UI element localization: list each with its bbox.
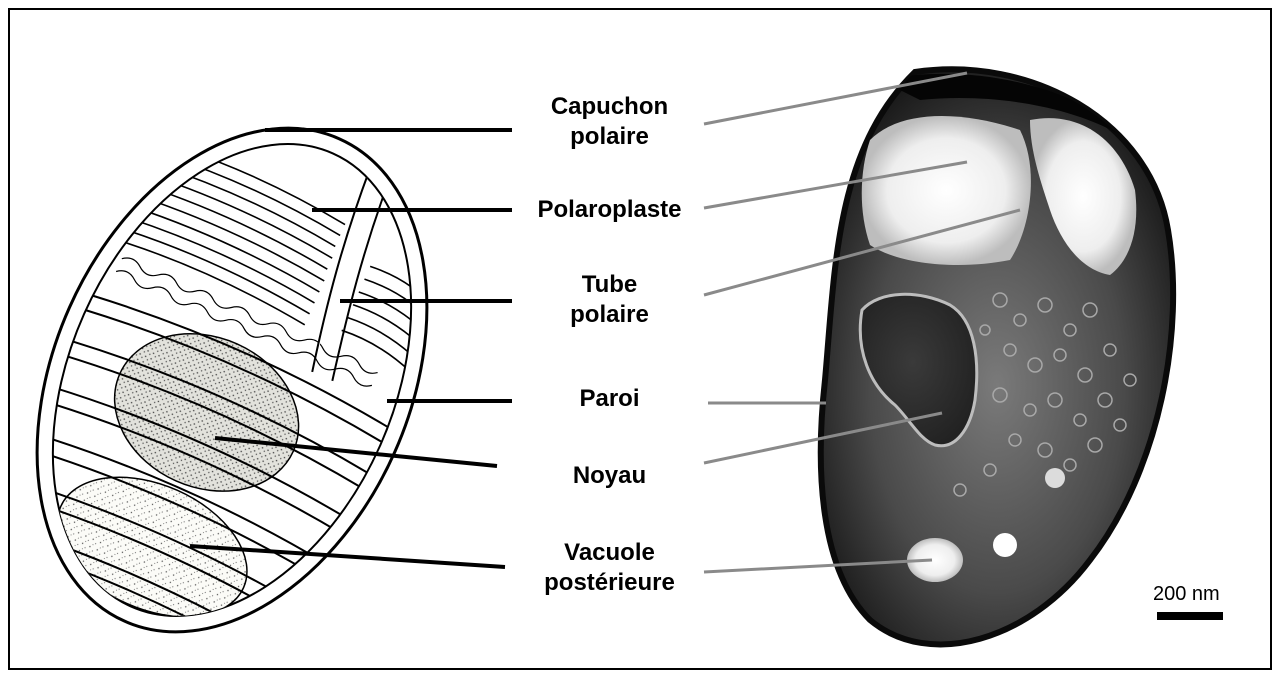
label-noyau: Noyau — [522, 461, 697, 491]
electron-micrograph — [821, 69, 1173, 644]
label-vacuole-line1: Vacuole — [522, 538, 697, 568]
label-tube-line2: polaire — [522, 300, 697, 330]
label-vacuole-line2: postérieure — [522, 568, 697, 598]
label-tube-line1: Tube — [522, 270, 697, 300]
scale-bar-label: 200 nm — [1153, 583, 1220, 606]
label-polaroplaste: Polaroplaste — [522, 195, 697, 225]
label-paroi: Paroi — [522, 384, 697, 414]
scale-bar — [1157, 612, 1223, 620]
label-capuchon-line2: polaire — [522, 122, 697, 152]
label-capuchon-polaire: Capuchon polaire — [522, 92, 697, 152]
label-vacuole-posterieure: Vacuole postérieure — [522, 538, 697, 598]
label-tube-polaire: Tube polaire — [522, 270, 697, 330]
polaroplast-bright-zone — [862, 116, 1031, 265]
spore-drawing — [0, 66, 502, 678]
label-capuchon-line1: Capuchon — [522, 92, 697, 122]
